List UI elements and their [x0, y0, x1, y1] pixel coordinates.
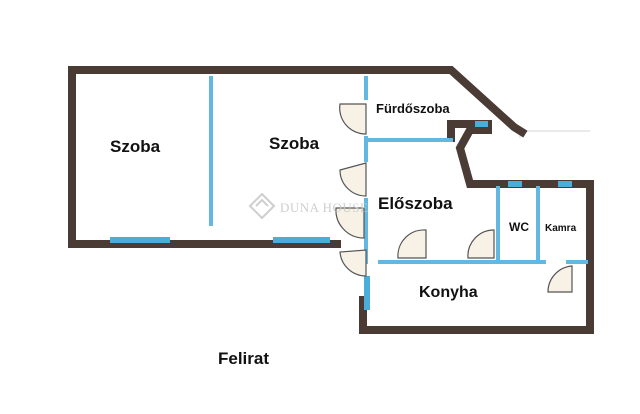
- door-furdo: [339, 103, 367, 135]
- main-outer-wall: [68, 66, 528, 138]
- room-label-furdoszoba: Fürdőszoba: [376, 101, 450, 116]
- terrace-outline: [519, 130, 590, 138]
- room-label-szoba-mid: Szoba: [269, 134, 320, 153]
- windows: [110, 121, 572, 310]
- room-label-wc: WC: [509, 220, 529, 234]
- room-label-konyha: Konyha: [419, 284, 478, 301]
- door-entry: [339, 249, 367, 277]
- watermark-logo-icon: [248, 192, 276, 220]
- watermark: DUNA HOUSE: [248, 192, 368, 220]
- door-szoba-mid: [339, 162, 367, 197]
- doors: [335, 103, 573, 293]
- door-konyha-2: [467, 229, 495, 259]
- caption: Felirat: [218, 349, 269, 368]
- door-konyha-1: [397, 229, 427, 259]
- door-kamra: [547, 265, 573, 293]
- room-label-szoba-left: Szoba: [110, 137, 161, 156]
- door-szoba-mid-lower: [335, 207, 365, 239]
- watermark-text: DUNA HOUSE: [280, 200, 368, 215]
- room-label-eloszoba: Előszoba: [378, 194, 453, 213]
- room-label-kamra: Kamra: [545, 223, 577, 234]
